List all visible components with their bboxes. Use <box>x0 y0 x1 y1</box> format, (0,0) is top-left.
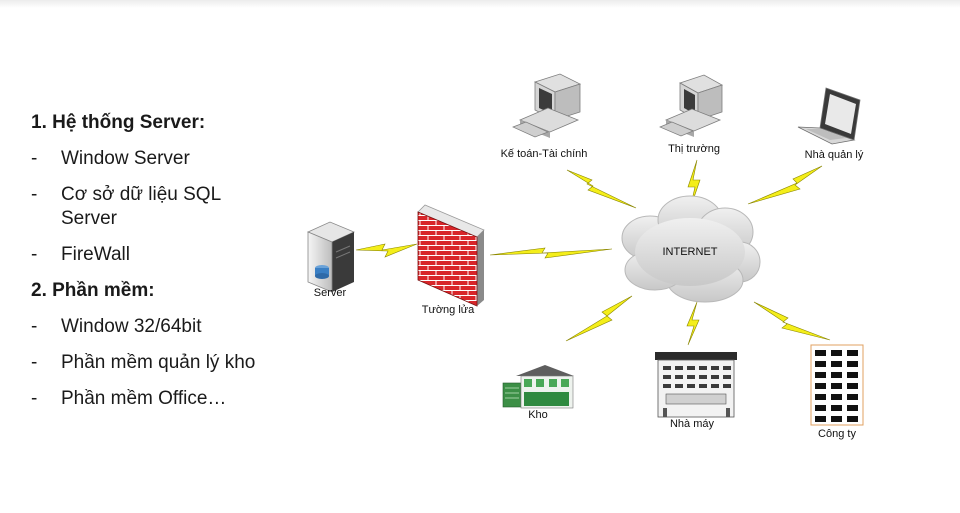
desktop-computer-icon <box>512 73 582 138</box>
office-building-icon <box>810 344 864 426</box>
list-dash: - <box>31 352 38 373</box>
bolt-warehouse <box>565 295 633 342</box>
bolt-company <box>753 301 831 341</box>
factory-label: Nhà máy <box>670 418 715 430</box>
bolt-manager <box>747 165 823 205</box>
bolt-accounting <box>566 169 637 209</box>
list-dash: - <box>31 244 38 265</box>
internet-label: INTERNET <box>663 246 718 258</box>
server-label: Server <box>314 287 347 299</box>
warehouse-icon <box>502 365 574 409</box>
bolt-firewall-internet <box>489 247 613 259</box>
list-item-text: Window Server <box>61 148 190 169</box>
market-label: Thị trường <box>668 143 720 155</box>
list-dash: - <box>31 148 38 169</box>
heading-server-system: 1. Hệ thống Server: <box>31 112 206 133</box>
list-item: - Cơ sở dữ liệu SQL Server <box>31 183 281 231</box>
list-dash: - <box>31 184 38 205</box>
firewall-icon <box>417 204 485 307</box>
accounting-label: Kế toán-Tài chính <box>501 148 588 160</box>
list-dash: - <box>31 316 38 337</box>
manager-label: Nhà quản lý <box>805 149 864 161</box>
list-item-text: Window 32/64bit <box>61 316 202 337</box>
bolt-factory <box>686 301 700 346</box>
list-item: - FireWall <box>31 243 281 267</box>
internet-cloud-icon <box>621 195 761 303</box>
heading-software: 2. Phần mềm: <box>31 280 155 301</box>
list-item: - Phần mềm Office… <box>31 387 281 411</box>
list-item-text: Phần mềm quản lý kho <box>61 352 256 373</box>
laptop-icon <box>797 87 861 145</box>
list-item-text: Cơ sở dữ liệu SQL Server <box>61 184 221 229</box>
bolt-server-firewall <box>355 243 418 258</box>
list-item: - Phần mềm quản lý kho <box>31 351 281 375</box>
desktop-computer-icon <box>659 74 723 137</box>
text-panel: 1. Hệ thống Server: - Window Server - Cơ… <box>31 111 281 423</box>
list-item-text: FireWall <box>61 244 130 265</box>
warehouse-label: Kho <box>528 409 548 421</box>
top-shadow-bar <box>0 0 960 8</box>
company-label: Công ty <box>818 428 856 440</box>
list-dash: - <box>31 388 38 409</box>
list-item: - Window 32/64bit <box>31 315 281 339</box>
list-item-text: Phần mềm Office… <box>61 388 227 409</box>
server-icon <box>306 221 356 293</box>
list-item: - Window Server <box>31 147 281 171</box>
firewall-label: Tường lửa <box>422 304 475 316</box>
factory-icon <box>655 352 737 418</box>
